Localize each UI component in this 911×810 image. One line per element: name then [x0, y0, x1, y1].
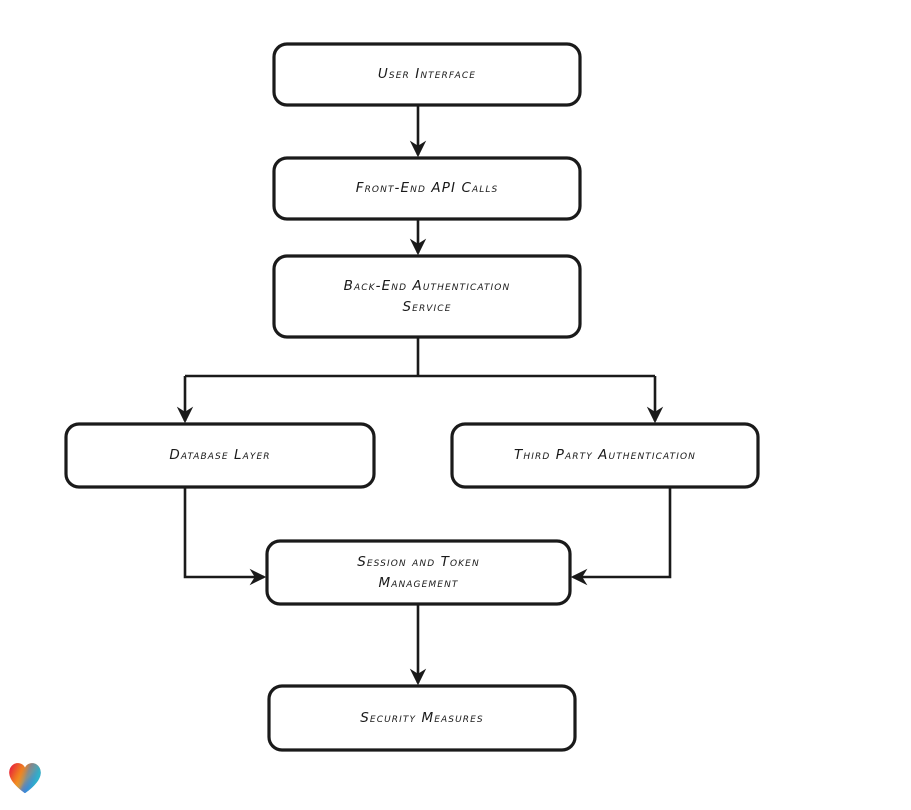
node-back-end-auth-service[interactable]	[272, 254, 582, 339]
heart-icon	[9, 763, 41, 794]
node-database-layer[interactable]	[64, 422, 376, 489]
node-front-end-api-calls[interactable]	[272, 156, 582, 221]
node-security-measures[interactable]	[267, 684, 577, 752]
node-session-and-token-management[interactable]	[265, 539, 572, 606]
edge-third-party-authentication-to-session-management	[570, 487, 672, 586]
node-user-interface[interactable]	[272, 42, 582, 107]
node-third-party-authentication[interactable]	[450, 422, 760, 489]
edge-database-layer-to-session-management	[183, 487, 267, 586]
